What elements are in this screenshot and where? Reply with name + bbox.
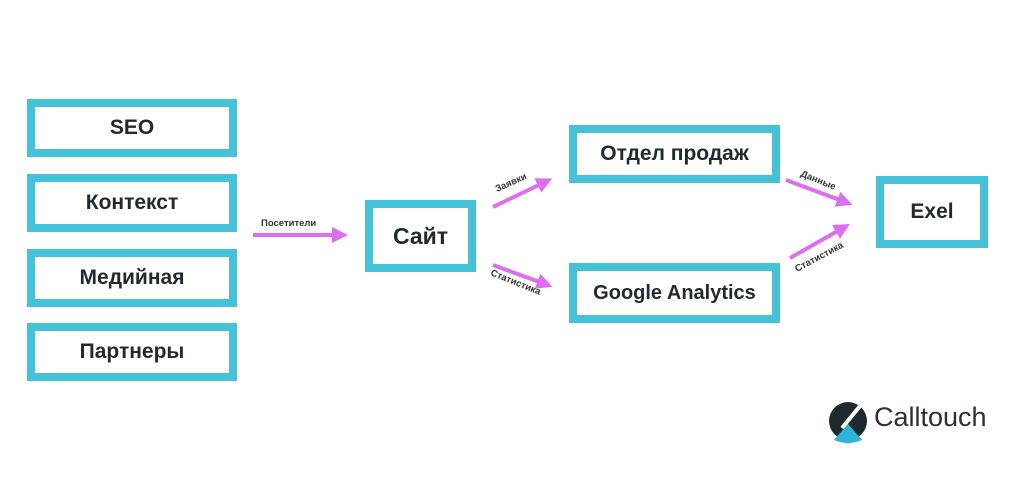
- label-stats2: Статистика: [793, 240, 846, 275]
- source-label: SEO: [109, 116, 155, 139]
- source-media: Медийная: [27, 249, 237, 307]
- site-node: Сайт: [365, 200, 476, 272]
- arrow-stats1: [492, 263, 553, 289]
- excel-node: Exel: [876, 176, 988, 248]
- arrow-stats2: [789, 224, 850, 260]
- sales-label: Отдел продаж: [600, 142, 749, 165]
- source-label: Партнеры: [79, 340, 185, 363]
- arrow-requests: [492, 178, 553, 209]
- excel-label: Exel: [910, 200, 954, 223]
- source-context: Контекст: [27, 174, 237, 232]
- sales-node: Отдел продаж: [569, 125, 780, 183]
- source-partners: Партнеры: [27, 323, 237, 381]
- analytics-label: Google Analytics: [593, 281, 756, 304]
- calltouch-logo-text: Calltouch: [874, 402, 987, 432]
- site-label: Сайт: [392, 222, 449, 249]
- source-seo: SEO: [27, 99, 237, 157]
- calltouch-logo-icon: [829, 402, 867, 443]
- analytics-node: Google Analytics: [569, 263, 780, 323]
- arrow-data: [785, 178, 853, 207]
- label-visitors: Посетители: [261, 218, 316, 229]
- source-label: Контекст: [85, 191, 179, 214]
- source-label: Медийная: [79, 266, 185, 289]
